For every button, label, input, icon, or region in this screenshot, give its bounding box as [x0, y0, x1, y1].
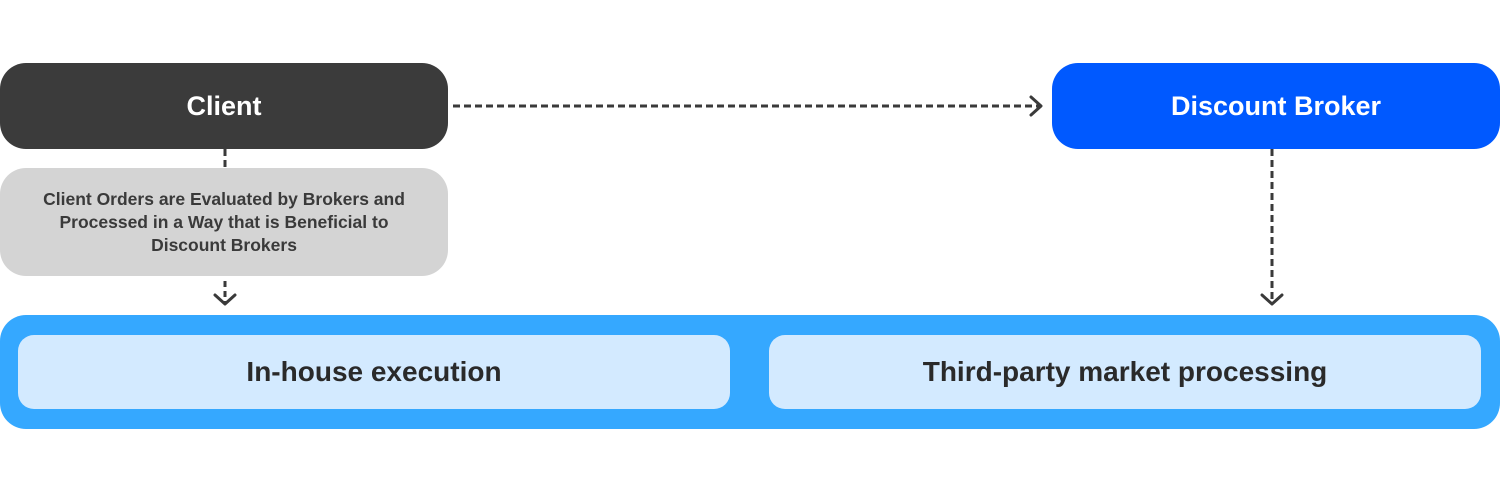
client-label: Client: [186, 90, 262, 121]
in-house-execution-node: In-house execution: [18, 335, 730, 409]
arrow-down-icon: [213, 293, 237, 306]
arrow-down-icon: [1260, 293, 1284, 306]
discount-broker-node: Discount Broker: [1052, 63, 1500, 149]
in-house-execution-label: In-house execution: [246, 356, 502, 387]
evaluation-note-text: Client Orders are Evaluated by Brokers a…: [43, 188, 405, 255]
third-party-processing-label: Third-party market processing: [922, 356, 1328, 387]
discount-broker-label: Discount Broker: [1170, 90, 1382, 121]
arrow-right-icon: [1029, 95, 1043, 117]
third-party-processing-node: Third-party market processing: [769, 335, 1481, 409]
client-node: Client: [0, 63, 448, 149]
evaluation-note: Client Orders are Evaluated by Brokers a…: [0, 168, 448, 276]
execution-group: In-house execution Third-party market pr…: [0, 315, 1500, 429]
